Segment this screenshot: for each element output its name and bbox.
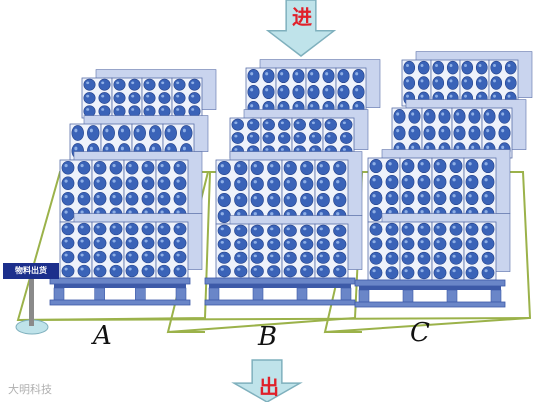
watermark: 大明科技 [8,383,52,396]
zone-label-b: B [258,322,278,352]
outbound-label: 出 [259,375,279,399]
inbound-label: 进 [292,5,312,29]
zone-label-a: A [93,321,112,351]
pallet-stacks [49,51,533,308]
outbound-arrow [231,359,303,402]
zone-label-c: C [410,318,430,348]
zone-front-line [17,317,531,321]
stack-a [49,69,217,306]
stack-b [204,59,381,306]
flow-arrows [231,0,337,402]
inbound-arrow [265,0,337,57]
material-shipping-sign: 物料出货 [3,263,59,279]
stack-c [354,51,533,308]
sign-stand [15,278,49,335]
